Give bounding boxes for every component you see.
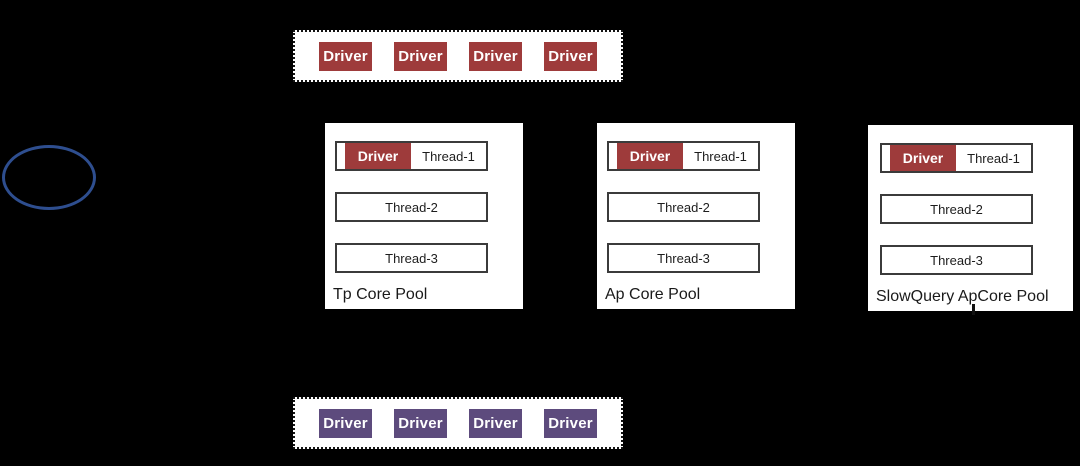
row-spacer (609, 143, 617, 169)
driver-chip-inline: Driver (617, 143, 683, 169)
thread-row: Thread-2 (880, 194, 1033, 224)
driver-tray-bottom: Driver Driver Driver Driver (293, 397, 623, 449)
row-spacer (882, 145, 890, 171)
connector-stub (972, 304, 975, 315)
thread-label: Thread-2 (930, 201, 983, 217)
driver-chip-inline: Driver (890, 145, 956, 171)
thread-label: Thread-3 (930, 252, 983, 268)
thread-row: Driver Thread-1 (607, 141, 760, 171)
driver-chip: Driver (544, 41, 597, 71)
driver-chip: Driver (469, 41, 522, 71)
thread-label: Thread-1 (422, 148, 475, 164)
driver-chip: Driver (394, 408, 447, 438)
thread-label: Thread-1 (694, 148, 747, 164)
client-ellipse (2, 145, 96, 210)
thread-row: Thread-2 (607, 192, 760, 222)
driver-chip: Driver (319, 408, 372, 438)
driver-chip: Driver (319, 41, 372, 71)
pool-label: Tp Core Pool (333, 286, 428, 303)
thread-label: Thread-3 (657, 250, 710, 266)
pool-label: SlowQuery ApCore Pool (876, 288, 1049, 305)
thread-row: Thread-2 (335, 192, 488, 222)
thread-row: Thread-3 (880, 245, 1033, 275)
thread-row: Thread-3 (335, 243, 488, 273)
thread-label: Thread-2 (657, 199, 710, 215)
driver-chip: Driver (469, 408, 522, 438)
pool-label: Ap Core Pool (605, 286, 701, 303)
pool-slowquery-apcore: Driver Thread-1 Thread-2 Thread-3 SlowQu… (868, 125, 1073, 311)
thread-row: Thread-3 (607, 243, 760, 273)
thread-label: Thread-2 (385, 199, 438, 215)
thread-row: Driver Thread-1 (335, 141, 488, 171)
pool-ap-core: Driver Thread-1 Thread-2 Thread-3 Ap Cor… (597, 123, 795, 309)
driver-tray-top: Driver Driver Driver Driver (293, 30, 623, 82)
thread-row: Driver Thread-1 (880, 143, 1033, 173)
driver-chip: Driver (544, 408, 597, 438)
driver-chip-inline: Driver (345, 143, 411, 169)
driver-chip: Driver (394, 41, 447, 71)
thread-label: Thread-3 (385, 250, 438, 266)
row-spacer (337, 143, 345, 169)
thread-label: Thread-1 (967, 150, 1020, 166)
pool-tp-core: Driver Thread-1 Thread-2 Thread-3 Tp Cor… (325, 123, 523, 309)
